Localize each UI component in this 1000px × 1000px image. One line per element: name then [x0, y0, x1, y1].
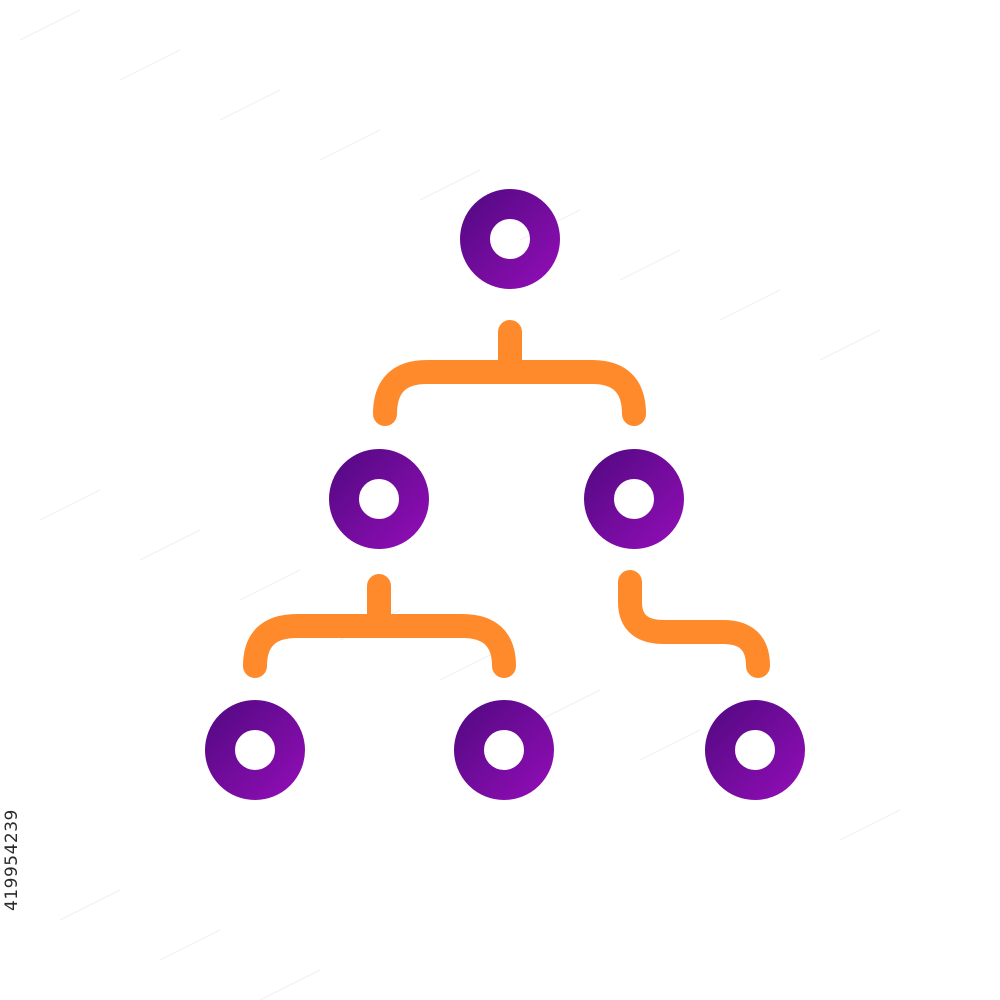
- circle-node-icon: [584, 449, 684, 549]
- circle-node-icon: [205, 700, 305, 800]
- circle-node-icon: [705, 700, 805, 800]
- node-group: [205, 189, 805, 800]
- branch-connector-icon: [243, 320, 770, 678]
- circle-node-icon: [460, 189, 560, 289]
- circle-node-icon: [329, 449, 429, 549]
- circle-node-icon: [454, 700, 554, 800]
- stock-id-text: 419954239: [2, 809, 22, 911]
